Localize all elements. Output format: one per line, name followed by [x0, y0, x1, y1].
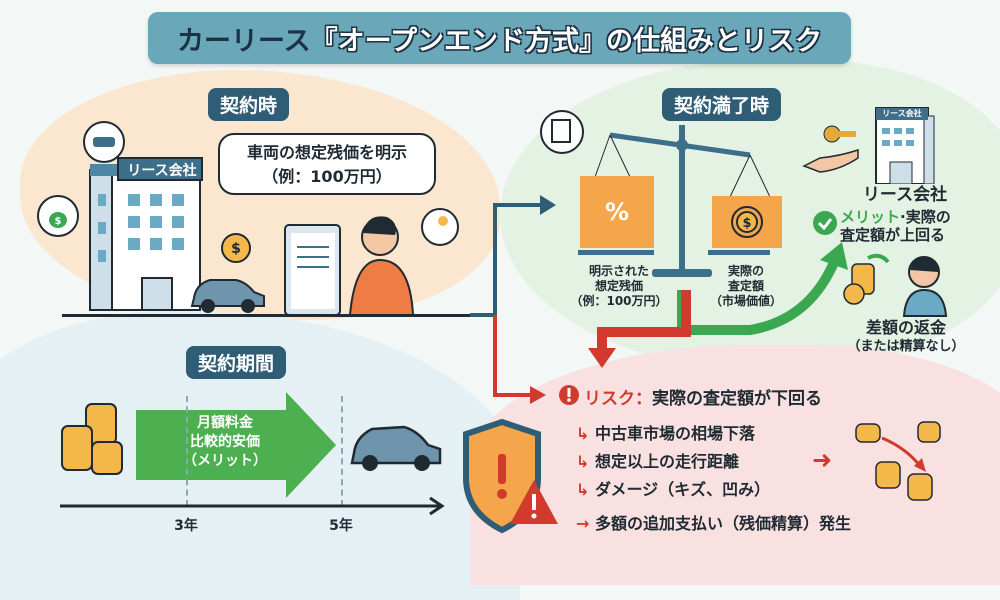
refund-person-icon — [843, 253, 948, 317]
flow-arrows — [470, 195, 556, 404]
return-arrow-icon: ↳ — [576, 424, 595, 443]
return-arrow-icon: ↳ — [576, 452, 595, 471]
clipboard-icon — [540, 110, 584, 154]
tick-5yr-label: 5年 — [329, 518, 353, 534]
flow-arrow-to-end — [470, 203, 540, 317]
risk-label: リスク： — [584, 389, 652, 409]
dollar-coin-icon: $ — [731, 206, 763, 238]
tick-5yr-guide — [341, 396, 343, 506]
lease-company-building — [83, 121, 203, 311]
risk-item-text: 中古車市場の相場下落 — [594, 424, 755, 443]
merit-text: メリット·実際の 査定額が上回る — [840, 208, 990, 244]
return-arrow-icon: ↳ — [576, 480, 595, 499]
end-tag: 契約満了時 — [662, 88, 782, 121]
title-part1: カーリース — [176, 25, 311, 57]
risk-item-text: 想定以上の走行距離 — [594, 452, 739, 471]
svg-text:$: $ — [742, 216, 751, 231]
merit-text2: 査定額が上回る — [840, 226, 946, 244]
period-tag: 契約期間 — [186, 346, 287, 379]
left-line3: （例：100万円） — [570, 294, 668, 308]
merit-arrow — [677, 258, 840, 335]
percent-icon: % — [604, 198, 630, 226]
monthly-fee-text: 月額料金 比較的安価 （メリット） — [150, 414, 300, 471]
risk-item-text: ダメージ（キズ、凹み） — [594, 480, 771, 499]
lease-company-building-small — [875, 107, 935, 184]
risk-item: ↳ 中古車市場の相場下落 — [576, 420, 755, 444]
timeline-axis — [60, 496, 445, 516]
page-title: カーリース『オープンエンド方式』の仕組みとリスク — [148, 12, 851, 64]
bg-risk-blob — [470, 345, 1000, 585]
arrow-line3: （メリット） — [183, 453, 267, 469]
balance-scale — [578, 125, 770, 277]
tick-3yr-guide — [186, 396, 188, 506]
coin-stack-icon — [61, 403, 123, 475]
arrow-line1: 月額料金 — [197, 415, 253, 431]
actual-appraisal-box: $ — [712, 196, 782, 248]
contract-signing-person — [284, 208, 459, 316]
assumed-residual-box: % — [580, 176, 654, 248]
right-line3: （市場価値） — [709, 294, 782, 308]
risk-item: ↳ 想定以上の走行距離 — [576, 448, 739, 472]
residual-value-bubble: 車両の想定残価を明示 （例：100万円） — [218, 133, 436, 195]
risk-headline-text: 実際の査定額が下回る — [652, 389, 822, 409]
check-icon — [813, 211, 837, 235]
money-bag-icon: $ — [37, 195, 79, 237]
refund-line1: 差額の返金 — [865, 318, 946, 337]
assumed-residual-label: 明示された 想定残価 （例：100万円） — [564, 264, 674, 309]
risk-arrow — [597, 290, 691, 352]
merit-text1: 実際の — [905, 208, 951, 226]
warning-circle-icon — [559, 385, 579, 405]
svg-text:$: $ — [231, 241, 241, 257]
coin-icon: $ — [221, 233, 251, 263]
refund-line2: （または精算なし） — [847, 339, 965, 354]
flow-arrow-to-risk — [493, 315, 530, 397]
title-part2: 『オープンエンド方式』の仕組みとリスク — [310, 25, 823, 57]
contract-tag: 契約時 — [208, 88, 290, 121]
company-sign-small: リース会社 — [882, 109, 922, 118]
right-line1: 実際の — [727, 264, 764, 278]
key-hand-icon — [802, 125, 859, 173]
risk-item: ↳ ダメージ（キズ、凹み） — [576, 476, 770, 500]
tick-3yr-label: 3年 — [174, 518, 198, 534]
risk-headline: リスク：実際の査定額が下回る — [584, 384, 822, 409]
car-icon — [190, 279, 265, 313]
right-line2: 査定額 — [727, 279, 764, 293]
risk-result-text: 多額の追加支払い（残価精算）発生 — [594, 514, 851, 533]
shield-warning-icon — [463, 418, 558, 534]
contract-baseline — [62, 314, 472, 317]
left-line1: 明示された — [588, 264, 649, 278]
left-line2: 想定残価 — [594, 279, 643, 293]
arrow-right-icon: ➜ — [812, 446, 833, 474]
end-company-label: リース会社 — [862, 185, 948, 205]
company-sign-text: リース会社 — [127, 163, 197, 179]
coin-hand-icon — [421, 208, 459, 246]
arrow-line2: 比較的安価 — [190, 434, 260, 450]
refund-label: 差額の返金 （または精算なし） — [836, 318, 976, 356]
coins-loss-icon — [855, 421, 941, 501]
svg-text:$: $ — [55, 216, 62, 227]
merit-label: メリット — [840, 208, 901, 226]
car-icon-period — [350, 425, 442, 471]
bubble-line2: （例：100万円） — [262, 167, 392, 186]
risk-result: → 多額の追加支払い（残価精算）発生 — [576, 510, 851, 534]
arrow-right-icon: → — [576, 514, 595, 533]
actual-appraisal-label: 実際の 査定額 （市場価値） — [696, 264, 796, 309]
outcome-arrows — [588, 242, 848, 368]
bubble-line1: 車両の想定残価を明示 — [246, 143, 407, 162]
